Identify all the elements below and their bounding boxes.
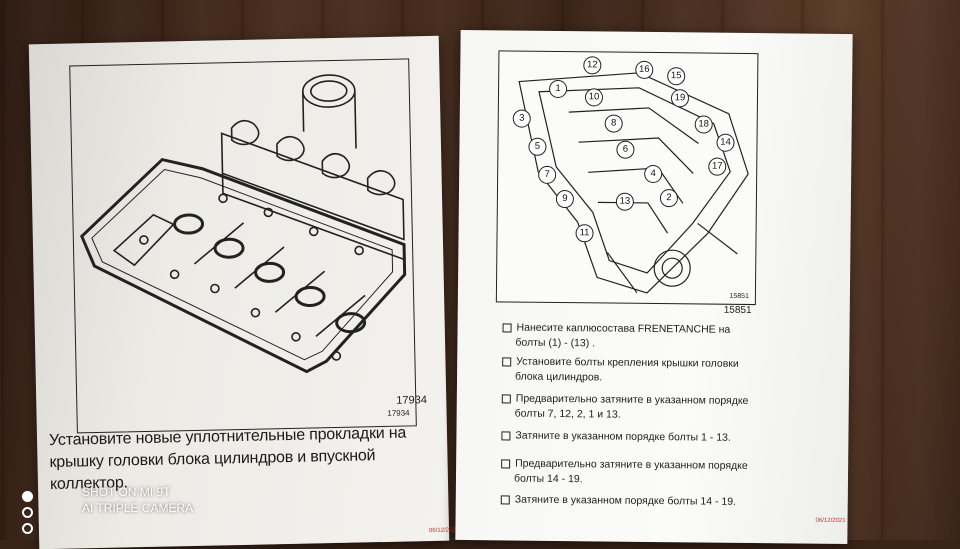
- instruction-text: болты (1) - (13) .: [515, 336, 596, 350]
- checkbox-icon: [502, 323, 512, 333]
- instruction-text: Предварительно затяните в указанном поря…: [515, 392, 749, 407]
- figure-number-small: 17934: [387, 408, 410, 418]
- callout-19: 19: [670, 89, 690, 108]
- callout-18: 18: [694, 115, 713, 134]
- instruction-text: Затяните в указанном порядке болты 14 - …: [514, 493, 737, 508]
- instruction-text: блока цилиндров.: [514, 370, 603, 384]
- callout-7: 7: [538, 165, 557, 184]
- callout-3: 3: [512, 109, 531, 128]
- camera-logo-icon: [22, 490, 36, 538]
- callout-1: 1: [548, 79, 568, 99]
- figure-number: 15851: [723, 304, 752, 317]
- callout-14: 14: [716, 133, 735, 152]
- callout-12: 12: [583, 56, 602, 75]
- right-paper-sheet: 12 16 15 1 10 19 3 8 18 14 5 6 17 7 4 9 …: [455, 29, 853, 545]
- instruction-text: Установите болты крепления крышки головк…: [516, 355, 739, 370]
- callout-8: 8: [604, 114, 623, 133]
- instruction-item: Предварительно затяните в указанном поря…: [501, 456, 801, 489]
- watermark-line: SHOT ON MI 9T: [82, 485, 171, 499]
- checkbox-icon: [500, 495, 510, 505]
- instruction-item: Затяните в указанном порядке болты 14 - …: [500, 492, 801, 510]
- left-paper-sheet: 17934 17934 Установите новые уплотнитель…: [28, 35, 459, 549]
- date-stamp: 06/12/2021: [815, 517, 846, 525]
- instruction-item: Затяните в указанном порядке болты 1 - 1…: [501, 428, 801, 446]
- engine-head-bolt-diagram: [518, 72, 749, 294]
- checkbox-icon: [502, 357, 512, 367]
- left-figure-frame: 17934: [69, 58, 417, 434]
- checkbox-icon: [501, 431, 511, 441]
- instruction-text: Предварительно затяните в указанном поря…: [515, 457, 748, 472]
- instruction-item: Предварительно затяните в указанном поря…: [501, 391, 802, 424]
- callout-2: 2: [659, 189, 679, 208]
- instruction-item: Нанесите каплюсостава FRENETANCHE на бол…: [502, 320, 802, 353]
- callout-5: 5: [528, 137, 547, 156]
- figure-number-small: 15851: [729, 292, 749, 300]
- callout-9: 9: [555, 189, 575, 209]
- cylinder-head-cover-drawing: [80, 74, 407, 374]
- callout-13: 13: [615, 192, 634, 211]
- callout-11: 11: [575, 224, 594, 243]
- callout-16: 16: [635, 60, 654, 79]
- watermark-line: AI TRIPLE CAMERA: [82, 501, 194, 515]
- instruction-text: болты 14 - 19.: [513, 472, 583, 486]
- instruction-text: Затяните в указанном порядке болты 1 - 1…: [515, 429, 731, 444]
- checkbox-icon: [501, 459, 511, 469]
- figure-number: 17934: [396, 394, 428, 407]
- callout-4: 4: [644, 164, 663, 184]
- callout-17: 17: [708, 157, 727, 176]
- instruction-text: болты 7, 12, 2, 1 и 13.: [514, 407, 621, 421]
- callout-10: 10: [584, 88, 604, 107]
- callout-6: 6: [616, 140, 635, 159]
- checkbox-icon: [501, 394, 511, 404]
- instruction-text: Нанесите каплюсостава FRENETANCHE на: [516, 321, 731, 336]
- callout-15: 15: [667, 67, 686, 86]
- instruction-item: Установите болты крепления крышки головк…: [502, 354, 802, 387]
- right-figure-frame: 12 16 15 1 10 19 3 8 18 14 5 6 17 7 4 9 …: [495, 50, 759, 306]
